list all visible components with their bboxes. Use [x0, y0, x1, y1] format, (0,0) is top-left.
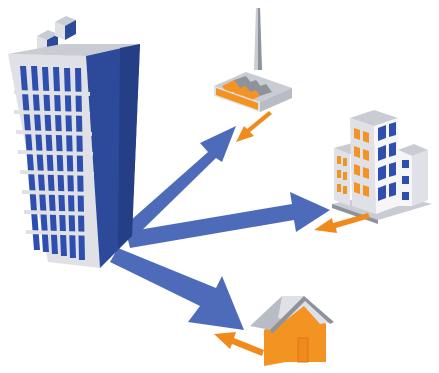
flow-arrows — [110, 126, 330, 330]
office-building-icon — [332, 110, 432, 224]
return-arrow-from-factory — [236, 111, 272, 142]
flow-arrow-to-house — [110, 248, 244, 330]
factory-icon — [214, 8, 292, 112]
flow-arrow-to-factory — [122, 126, 236, 238]
return-arrow-from-building — [314, 213, 370, 233]
return-arrows — [214, 111, 370, 356]
flow-arrow-to-building — [126, 192, 330, 248]
skyscraper-icon — [8, 16, 140, 268]
return-arrow-from-house — [214, 332, 264, 356]
house-icon — [250, 296, 334, 366]
